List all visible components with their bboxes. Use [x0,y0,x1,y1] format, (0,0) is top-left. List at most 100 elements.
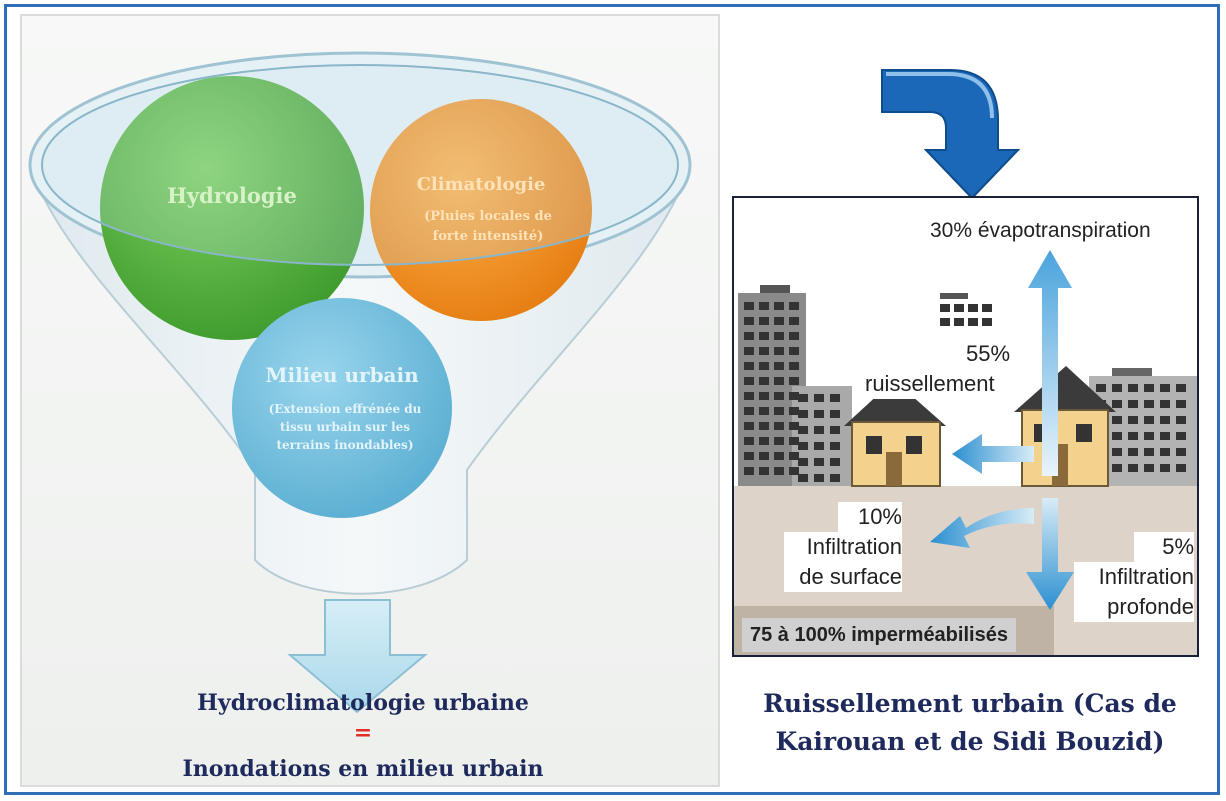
building-window [830,410,840,418]
building-window [1160,432,1170,440]
label-surface-pct: 10% [838,502,902,532]
house-right-roof [1014,366,1116,412]
building-window [744,332,754,340]
building-window [759,392,769,400]
building-window [789,362,799,370]
building-window [1160,464,1170,472]
building-window [798,410,808,418]
label-climatologie-sub-2: forte intensité) [433,229,544,244]
building-window [744,317,754,325]
building-window [789,317,799,325]
building-window [1128,432,1138,440]
house-left-roof [844,380,946,426]
building-window [789,467,799,475]
building-window [759,332,769,340]
building-window [982,304,992,312]
building-window [774,452,784,460]
outer-frame [4,4,1220,795]
building-window [774,422,784,430]
building-window [968,304,978,312]
label-impermeabilises: 75 à 100% imperméabilisés [742,618,1016,652]
label-ruissellement-pct: 55% [966,339,1010,369]
building-window [798,426,808,434]
building-window [774,347,784,355]
building-window [968,318,978,326]
label-ruissellement: ruissellement [859,369,1001,399]
building-window [1176,416,1186,424]
down-arrow [287,599,428,714]
building-window [759,467,769,475]
right-caption-line-2: Kairouan et de Sidi Bouzid) [775,727,1165,756]
building-window [814,474,824,482]
building-window [940,304,950,312]
building-window [789,332,799,340]
building-window [759,377,769,385]
building-window [759,437,769,445]
building-window [759,422,769,430]
building-window [830,426,840,434]
building-window [789,452,799,460]
label-milieu-urbain: Milieu urbain [265,363,419,387]
building-window [1160,384,1170,392]
building-window [1160,400,1170,408]
surface-arrow [930,508,1034,548]
building-window [774,407,784,415]
label-surface-1: Infiltration [784,532,902,562]
building-window [759,407,769,415]
building-window [1128,448,1138,456]
circle-milieu-urbain [232,298,452,518]
building-window [830,394,840,402]
building-window [814,394,824,402]
building-window [789,302,799,310]
building-window [814,442,824,450]
building-window [744,377,754,385]
label-hydrologie: Hydrologie [167,183,297,208]
right-caption: Ruissellement urbain (Cas de Kairouan et… [740,685,1200,761]
building-window [774,302,784,310]
building-window [1144,384,1154,392]
building-window [759,302,769,310]
label-profonde-pct: 5% [1134,532,1194,562]
deep-arrow [1026,498,1074,610]
building-window [789,377,799,385]
building-window [1160,416,1170,424]
building-window [1128,384,1138,392]
building-mid-left [792,386,852,486]
evapo-arrow [1028,250,1072,476]
building-window [1176,400,1186,408]
building-window [830,474,840,482]
building-window [1112,400,1122,408]
building-window [798,442,808,450]
label-evapotranspiration: 30% évapotranspiration [924,216,1157,246]
building-window [774,437,784,445]
building-window [744,347,754,355]
building-window [940,318,950,326]
building-window [814,458,824,466]
label-climatologie-sub-1: (Pluies locales de [424,209,552,224]
building-window [954,318,964,326]
label-milieu-sub-3: terrains inondables) [276,438,413,452]
building-window [1176,464,1186,472]
building-window [774,332,784,340]
building-window [798,458,808,466]
building-window [814,410,824,418]
result-equals: = [354,720,372,746]
building-window [954,304,964,312]
building-window [774,467,784,475]
building-window [774,377,784,385]
building-window [744,452,754,460]
building-window [1144,416,1154,424]
curved-arrow [881,69,1021,200]
building-window [798,474,808,482]
building-window [1144,400,1154,408]
building-window [1112,384,1122,392]
building-window [759,452,769,460]
building-window [789,437,799,445]
building-window [744,422,754,430]
building-window [744,392,754,400]
label-surface-2: de surface [784,562,902,592]
building-window [774,317,784,325]
building-window [774,392,784,400]
building-window [744,467,754,475]
